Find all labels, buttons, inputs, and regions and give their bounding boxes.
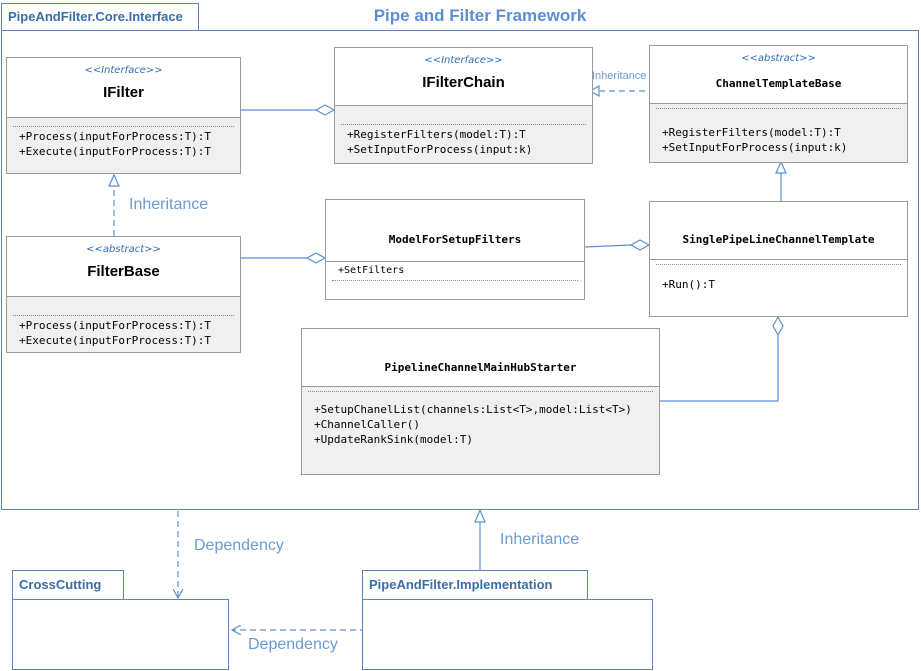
class-name: IFilterChain <box>422 74 505 91</box>
operation-setupchanellist: +SetupChanelList(channels:List<T>,model:… <box>314 403 632 416</box>
operation-registerfilters: +RegisterFilters(model:T):T <box>662 126 841 139</box>
stereotype-label: <<Interface>> <box>84 65 163 76</box>
divider <box>341 124 586 125</box>
label-dependency-core: Dependency <box>194 537 284 554</box>
operation-execute: +Execute(inputForProcess:T):T <box>19 334 212 347</box>
class-name: ChannelTemplateBase <box>715 77 842 90</box>
diagram-title: Pipe and Filter Framework <box>373 6 587 25</box>
divider <box>332 280 578 281</box>
operation-setinputforprocess: +SetInputForProcess(input:k) <box>662 141 848 154</box>
package-crosscutting <box>12 599 229 670</box>
aggregation-mainhub-singlepipeline <box>660 315 784 402</box>
operation-run: +Run():T <box>662 278 715 291</box>
class-singlepipelinechanneltemplate[interactable]: SinglePipeLineChannelTemplate +Run():T <box>649 201 908 317</box>
divider <box>656 108 901 109</box>
stereotype-label: <<abstract>> <box>86 244 161 255</box>
class-filterbase[interactable]: <<abstract>> FilterBase +Process(inputFo… <box>6 236 241 353</box>
label-dependency-implementation: Dependency <box>248 636 338 653</box>
label-inheritance-channeltemplatebase: Inheritance <box>592 70 647 82</box>
package-implementation <box>362 599 653 670</box>
class-ifilterchain[interactable]: <<Interface>> IFilterChain +RegisterFilt… <box>334 47 593 164</box>
class-name: IFilter <box>103 84 144 101</box>
class-name: ModelForSetupFilters <box>388 233 522 246</box>
package-tab-crosscutting: CrossCutting <box>12 570 124 600</box>
operation-process: +Process(inputForProcess:T):T <box>19 130 212 143</box>
realization-channeltemplatebase-ifilterchain <box>588 84 655 98</box>
class-name: FilterBase <box>87 263 160 280</box>
operation-execute: +Execute(inputForProcess:T):T <box>19 145 212 158</box>
package-tab-core: PipeAndFilter.Core.Interface <box>1 3 199 31</box>
divider <box>13 315 234 316</box>
class-ifilter[interactable]: <<Interface>> IFilter +Process(inputForP… <box>6 57 241 174</box>
attribute-setfilters: +SetFilters <box>338 265 405 276</box>
class-name: SinglePipeLineChannelTemplate <box>682 233 875 246</box>
inheritance-singlepipeline-channeltemplatebase <box>775 160 787 201</box>
class-pipelinechannelmainhubstarter[interactable]: PipelineChannelMainHubStarter +SetupChan… <box>301 328 660 475</box>
divider <box>13 126 234 127</box>
stereotype-label: <<abstract>> <box>741 53 816 64</box>
package-core <box>1 30 919 510</box>
class-channeltemplatebase[interactable]: <<abstract>> ChannelTemplateBase +Regist… <box>649 45 908 163</box>
label-inheritance-filterbase: Inheritance <box>129 196 209 213</box>
operation-process: +Process(inputForProcess:T):T <box>19 319 212 332</box>
inheritance-implementation-core <box>474 508 486 570</box>
class-modelforsetupfilters[interactable]: ModelForSetupFilters +SetFilters <box>325 199 585 300</box>
operation-setinputforprocess: +SetInputForProcess(input:k) <box>347 143 533 156</box>
operation-updateranksink: +UpdateRankSink(model:T) <box>314 433 473 446</box>
realization-filterbase-ifilter <box>108 173 120 236</box>
operation-channelcaller: +ChannelCaller() <box>314 418 420 431</box>
operation-registerfilters: +RegisterFilters(model:T):T <box>347 128 526 141</box>
stereotype-label: <<Interface>> <box>424 55 503 66</box>
divider <box>308 391 653 392</box>
label-inheritance-implementation: Inheritance <box>500 531 580 548</box>
divider <box>656 264 901 265</box>
class-name: PipelineChannelMainHubStarter <box>384 361 577 374</box>
package-tab-implementation: PipeAndFilter.Implementation <box>362 570 588 600</box>
